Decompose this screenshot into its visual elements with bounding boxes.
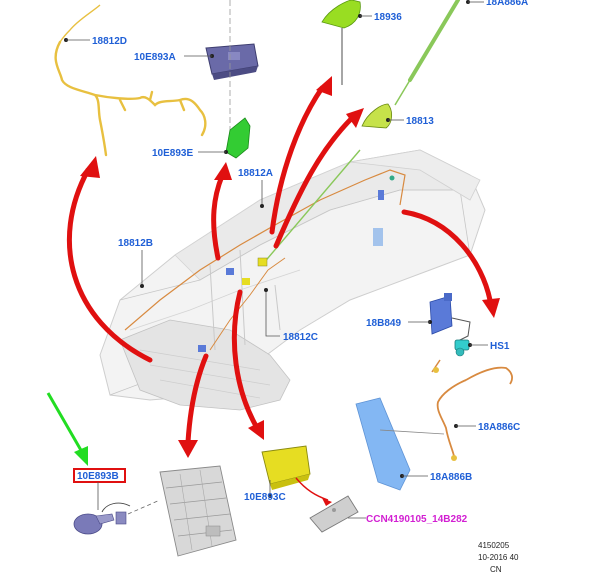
module-10E893C bbox=[261, 445, 311, 490]
module-10E893A bbox=[205, 43, 259, 80]
green-pointer-arrow bbox=[46, 392, 88, 466]
sensor-10E893B bbox=[73, 502, 131, 535]
label-18A886C: 18A886C bbox=[478, 422, 520, 433]
red-arrow-to-10E893E bbox=[211, 162, 232, 261]
module-housing bbox=[159, 465, 237, 557]
bracket-10E893E bbox=[225, 117, 251, 159]
label-18812C: 18812C bbox=[283, 332, 318, 343]
label-ccn: CCN4190105_14B282 bbox=[366, 514, 468, 525]
body-connector-blue-2 bbox=[378, 190, 384, 200]
antenna-18936 bbox=[321, 0, 361, 29]
red-arrow-to-housing bbox=[178, 353, 209, 458]
body-connector-small bbox=[198, 345, 206, 352]
body-harness-routing bbox=[124, 169, 406, 331]
red-arrow-to-18936 bbox=[269, 76, 332, 235]
mast-18A886A bbox=[408, 0, 460, 82]
red-arrow-to-10E893C bbox=[231, 289, 264, 440]
red-arrow-to-18813 bbox=[273, 108, 364, 249]
label-HS1: HS1 bbox=[490, 341, 510, 352]
label-10E893E: 10E893E bbox=[152, 148, 193, 159]
label-18813: 18813 bbox=[406, 116, 434, 127]
footer-region: CN bbox=[490, 565, 502, 574]
sensor-10E893B-highlight-box bbox=[73, 468, 126, 483]
shield-18A886B bbox=[355, 397, 411, 491]
label-10E893C: 10E893C bbox=[244, 492, 286, 503]
label-10E893A: 10E893A bbox=[134, 52, 176, 63]
body-shield-blue bbox=[373, 228, 383, 246]
label-10E893B: 10E893B bbox=[77, 471, 119, 482]
body-harness-routing-2 bbox=[209, 257, 286, 351]
footer-code: 4150205 bbox=[478, 541, 510, 550]
red-arrow-small bbox=[295, 477, 332, 506]
label-18A886A: 18A886A bbox=[486, 0, 528, 8]
red-arrow-to-18B849 bbox=[401, 209, 500, 318]
vehicle-body bbox=[99, 149, 486, 411]
body-connector-blue bbox=[226, 268, 234, 275]
bracket-ccn bbox=[309, 495, 359, 533]
label-18936: 18936 bbox=[374, 12, 402, 23]
label-18812B: 18812B bbox=[118, 238, 153, 249]
harness-18812D bbox=[54, 40, 207, 157]
body-connector-yellow bbox=[257, 257, 268, 267]
label-18A886B: 18A886B bbox=[430, 472, 472, 483]
body-connector-yellow-2 bbox=[242, 278, 250, 285]
footer-date: 10-2016 40 bbox=[478, 553, 519, 562]
cable-18A886C bbox=[436, 366, 513, 457]
label-18812A: 18812A bbox=[238, 168, 273, 179]
label-18812D: 18812D bbox=[92, 36, 127, 47]
antenna-18813 bbox=[361, 103, 392, 129]
harness-18812D-tail bbox=[59, 4, 101, 43]
red-arrow-to-18812D bbox=[66, 156, 153, 363]
body-connector-green bbox=[389, 175, 395, 181]
connector-HS1 bbox=[454, 339, 470, 357]
label-18B849: 18B849 bbox=[366, 318, 401, 329]
bracket-18B849 bbox=[429, 293, 453, 335]
